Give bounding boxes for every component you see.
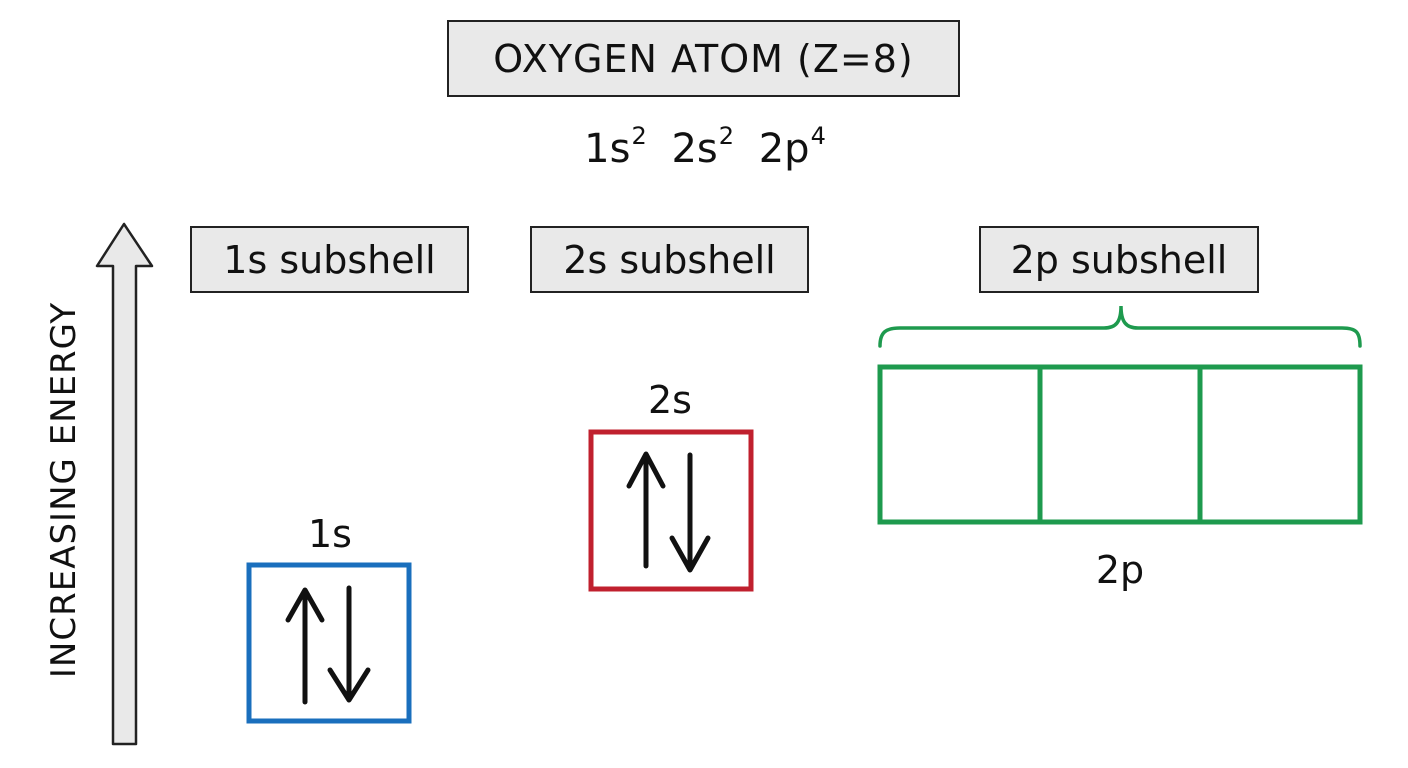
config-electrons: 2 bbox=[718, 122, 735, 150]
orbital-box-1s bbox=[246, 562, 412, 724]
config-term-1s: 1s2 bbox=[584, 122, 647, 172]
title-text: OXYGEN ATOM (Z=8) bbox=[493, 36, 914, 81]
subshell-header-2s: 2s subshell bbox=[530, 226, 809, 293]
subshell-header-text: 1s subshell bbox=[223, 237, 436, 282]
subshell-header-1s: 1s subshell bbox=[190, 226, 469, 293]
subshell-header-text: 2p subshell bbox=[1010, 237, 1228, 282]
config-term-2p: 2p4 bbox=[758, 122, 826, 172]
config-orbital: 1s bbox=[584, 126, 631, 172]
title-box: OXYGEN ATOM (Z=8) bbox=[447, 20, 960, 97]
orbital-label-2s: 2s bbox=[648, 378, 692, 422]
electron-up-arrow-icon bbox=[626, 451, 666, 569]
electron-configuration: 1s2 2s2 2p4 bbox=[560, 122, 850, 172]
electron-down-arrow-icon bbox=[327, 585, 371, 703]
config-electrons: 4 bbox=[810, 122, 826, 150]
subshell-header-text: 2s subshell bbox=[563, 237, 776, 282]
orbital-box-2s bbox=[588, 429, 754, 592]
config-orbital: 2p bbox=[758, 126, 810, 172]
orbital-box-2p-x bbox=[877, 364, 1043, 525]
electron-down-arrow-icon bbox=[669, 452, 711, 573]
orbital-label-1s: 1s bbox=[308, 512, 352, 556]
config-electrons: 2 bbox=[631, 122, 647, 150]
electron-up-arrow-icon bbox=[285, 587, 325, 705]
config-orbital: 2s bbox=[671, 126, 718, 172]
orbital-box-2p-y bbox=[1037, 364, 1203, 525]
subshell-header-2p: 2p subshell bbox=[979, 226, 1259, 293]
subshell-brace bbox=[878, 305, 1362, 348]
orbital-boxes-2p bbox=[877, 364, 1363, 525]
orbital-label-2p: 2p bbox=[1095, 548, 1145, 592]
config-term-2s: 2s2 bbox=[671, 122, 734, 172]
energy-arrow-icon bbox=[95, 222, 154, 746]
orbital-box-2p-z bbox=[1197, 364, 1363, 525]
